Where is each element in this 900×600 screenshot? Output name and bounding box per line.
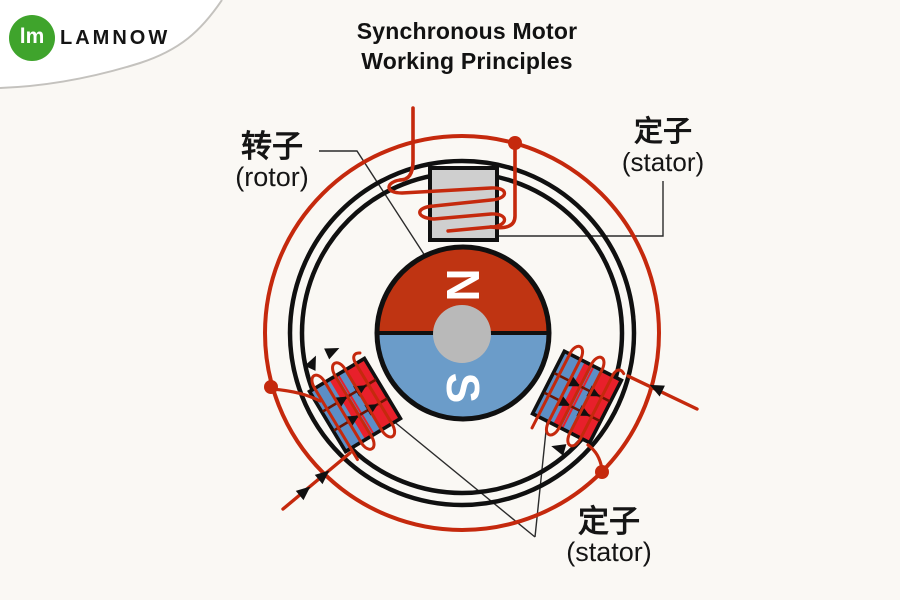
winding-blue-stripe [562,366,601,433]
current-arrow [556,395,571,406]
rotor-label-en: (rotor) [235,162,309,193]
winding-red-stripe [553,361,592,428]
current-arrow [334,396,348,408]
rotor-label-zh: 转子 [241,129,303,164]
coil-top [387,178,507,233]
rotor-south-half [377,333,549,419]
logo-monogram: lm [19,25,45,48]
supply-ring [263,134,661,532]
rotor-shaft [433,305,491,363]
page-title: Synchronous Motor Working Principles [292,16,642,76]
current-arrow-feed-left [314,470,330,485]
logo-card-bg [0,0,222,88]
junction-dot-top [508,136,522,150]
stator-winding-bottom-left [307,351,403,462]
current-arrow [566,375,581,387]
stator-winding-top [387,106,517,242]
current-arrow [345,415,359,427]
stator-label-top: 定子 (stator) [603,116,723,178]
rotor-outline [374,244,552,422]
stator-top-leader-line [498,181,664,237]
stator-bottom-leader-line-left [391,419,536,538]
supply-wire-top-right [489,144,517,230]
logo-card: lm LAMNOW [0,0,240,100]
stator-bottom-en: (stator) [566,537,652,568]
stator-ring-outer [287,158,637,508]
title-line-2: Working Principles [361,48,573,74]
current-arrow-coil [304,355,316,371]
coil-bottom-left [310,351,397,462]
rotor-south-label: S [437,373,489,404]
current-arrow-coil [551,444,567,456]
stator-label-bottom: 定子 (stator) [543,505,675,568]
winding-outline [307,356,403,454]
junction-dot-left [264,380,278,394]
winding-outline [530,348,624,446]
coil-bottom-right [530,344,626,448]
winding-blue-stripe [338,370,381,434]
lamnow-logo-icon: lm [9,15,55,61]
rotor-north-half [377,247,549,333]
current-arrow-feed-left [295,486,311,501]
current-arrow-coil [324,348,340,360]
supply-wire-top-left [398,106,415,182]
rotor-leader-line [319,150,430,263]
rotor-label: 转子 (rotor) [213,130,331,193]
current-arrow-feed-right [649,384,665,397]
stator-winding-bottom-right [530,344,626,448]
supply-wire-bottom-left [281,451,352,511]
title-line-1: Synchronous Motor [356,18,578,44]
stator-bottom-zh: 定子 [578,504,640,539]
rotor: N S [374,244,552,422]
winding-red-stripe [329,376,372,440]
logo-wordmark: LAMNOW [60,27,171,49]
supply-wire-bottom-right [626,374,699,411]
rotor-north-label: N [437,268,489,301]
stator-top-en: (stator) [621,147,705,178]
logo-card-shape [0,0,223,89]
junction-dot-bottom-right [595,465,609,479]
winding-red-half [336,358,401,436]
logo-card-edge [0,0,223,89]
stator-top-zh: 定子 [633,116,692,148]
